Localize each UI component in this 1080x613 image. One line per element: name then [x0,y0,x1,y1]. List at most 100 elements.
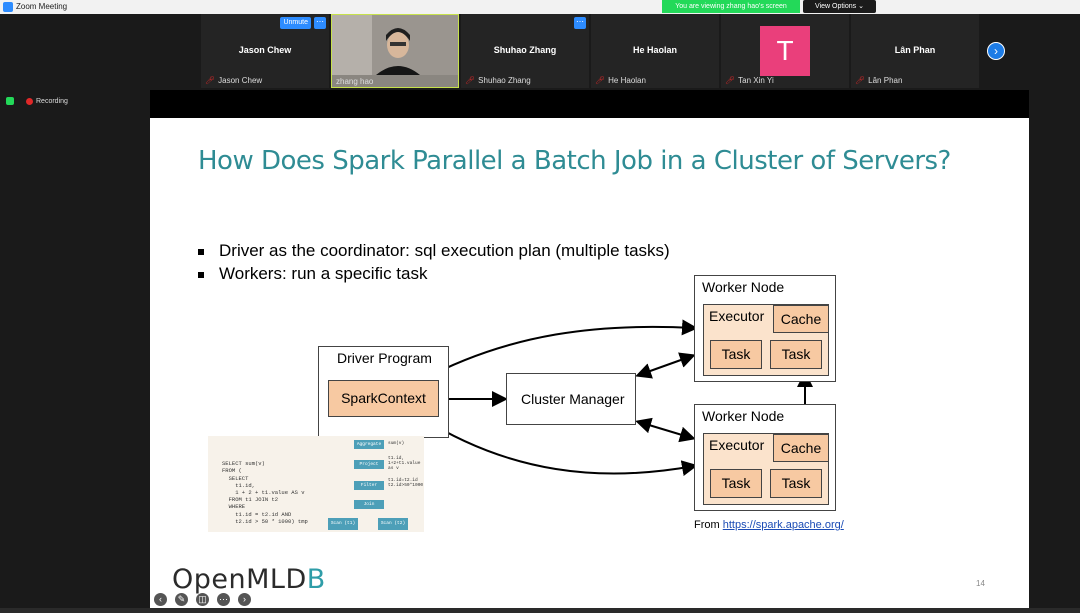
unmute-button[interactable]: Unmute [280,17,311,29]
participant-tile-jason-chew[interactable]: Unmute ⋯ Jason Chew 🎤︎Jason Chew [201,14,329,88]
sql-line: t2.id > 50 * 1000) tmp [222,517,308,525]
sql-line: t1.id = t2.id AND [222,510,292,518]
window-title: Zoom Meeting [16,2,68,11]
sql-line: WHERE [222,503,246,511]
plan-note: t1.id=t2.id t2.id>50*1000 [388,478,424,488]
participant-label-text: He Haolan [608,76,646,85]
participant-label-text: Shuhao Zhang [478,76,531,85]
muted-mic-icon: 🎤︎ [465,76,476,85]
participant-label-text: Lân Phan [868,76,903,85]
bullet-item: Workers: run a specific task [198,264,427,284]
bullet-square-icon [198,248,204,255]
worker-node-box: Worker Node Executor Cache Task Task [694,404,836,511]
plan-node: Project [354,460,384,469]
spark-context-box: SparkContext [328,380,439,417]
muted-mic-icon: 🎤︎ [595,76,606,85]
participant-label-text: Tan Xin Yi [738,76,774,85]
participant-tile-zhang-hao[interactable]: ⋯ zhang hao [331,14,459,88]
bullet-item: Driver as the coordinator: sql execution… [198,241,670,261]
muted-mic-icon: 🎤︎ [855,76,866,85]
more-options-icon[interactable]: ⋯ [314,17,326,29]
executor-box: Executor Cache Task Task [703,304,829,376]
view-options-button[interactable]: View Options ⌄ [803,0,876,13]
bullet-square-icon [198,271,204,278]
worker-node-label: Worker Node [702,279,785,295]
cache-box: Cache [773,434,829,462]
participant-label: 🎤︎He Haolan [595,76,646,85]
participant-name: He Haolan [632,45,677,55]
recording-icon [26,97,33,105]
participant-label: zhang hao [336,77,374,86]
muted-mic-icon: 🎤︎ [725,76,736,85]
pen-icon[interactable]: ✎ [175,593,188,606]
driver-program-label: Driver Program [337,350,432,366]
shield-icon [6,97,14,105]
zoom-app-icon [3,2,13,12]
meeting-controls-bar [0,608,1080,613]
cluster-manager-box: Cluster Manager [506,373,636,425]
participant-label-text: Jason Chew [218,76,263,85]
plan-node: Join [354,500,384,509]
slide-page-number: 14 [976,579,985,588]
sql-code: SELECT sum(v) FROM ( SELECT t1.id, 1 + 2… [222,453,308,525]
participant-name: Shuhao Zhang [493,45,557,55]
more-options-icon[interactable]: ⋯ [574,17,586,29]
slide-title: How Does Spark Parallel a Batch Job in a… [198,146,951,176]
participant-name: Lân Phan [894,45,936,55]
plan-note: sum(v) [388,441,405,446]
task-box: Task [710,340,762,369]
openmldb-logo: OpenMLDB [172,564,326,595]
cache-box: Cache [773,305,829,333]
muted-mic-icon: 🎤︎ [205,76,216,85]
next-participants-icon[interactable]: › [987,42,1005,60]
bullet-text: Workers: run a specific task [219,264,428,283]
plan-node: Filter [354,481,384,490]
task-box: Task [770,340,822,369]
cluster-manager-label: Cluster Manager [521,391,625,407]
executor-label: Executor [709,308,765,324]
sql-line: t1.id, [222,481,256,489]
executor-box: Executor Cache Task Task [703,433,829,505]
worker-node-box: Worker Node Executor Cache Task Task [694,275,836,382]
logo-text: OpenMLD [172,564,307,595]
avatar: T [760,26,810,76]
plan-note: t1.id, 1+2+t1.value as v [388,456,421,471]
window-titlebar: Zoom Meeting [0,0,1080,14]
sql-line: FROM t1 JOIN t2 [222,496,279,504]
logo-accent: B [306,564,326,595]
participant-label: 🎤︎Tan Xin Yi [725,76,774,85]
task-box: Task [710,469,762,498]
sql-line: FROM ( [222,467,242,475]
source-link[interactable]: https://spark.apache.org/ [722,519,844,531]
previous-icon[interactable]: ‹ [154,593,167,606]
participant-label: 🎤︎Jason Chew [205,76,262,85]
worker-node-label: Worker Node [702,408,785,424]
participant-tile-he-haolan[interactable]: He Haolan 🎤︎He Haolan [591,14,719,88]
participant-video [332,15,458,75]
source-prefix: From [694,519,723,531]
driver-program-box: Driver Program SparkContext [318,346,449,438]
diagram-arrows [418,319,813,477]
task-box: Task [770,469,822,498]
more-icon[interactable]: ⋯ [217,593,230,606]
viewing-screen-banner: You are viewing zhang hao's screen [662,0,800,13]
sql-plan-image: SELECT sum(v) FROM ( SELECT t1.id, 1 + 2… [208,436,424,532]
sql-line: SELECT sum(v) [222,460,265,468]
plan-node: Scan (t2) [378,518,408,530]
participant-label: 🎤︎Lân Phan [855,76,902,85]
plan-node: Scan (t1) [328,518,358,530]
participant-label: 🎤︎Shuhao Zhang [465,76,531,85]
plan-node: Aggregate [354,440,384,449]
shared-screen-top-bar [150,90,1029,118]
participant-tile-lan-phan[interactable]: Lân Phan 🎤︎Lân Phan [851,14,979,88]
captions-icon[interactable]: ◫ [196,593,209,606]
participant-name: Jason Chew [238,45,292,55]
shared-slide: How Does Spark Parallel a Batch Job in a… [150,118,1029,608]
source-citation: From https://spark.apache.org/ [694,519,844,531]
status-row: Recording [6,97,68,105]
participant-tile-shuhao-zhang[interactable]: ⋯ Shuhao Zhang 🎤︎Shuhao Zhang [461,14,589,88]
next-icon[interactable]: › [238,593,251,606]
executor-label: Executor [709,437,765,453]
bullet-text: Driver as the coordinator: sql execution… [219,241,670,260]
recording-label: Recording [36,97,68,105]
